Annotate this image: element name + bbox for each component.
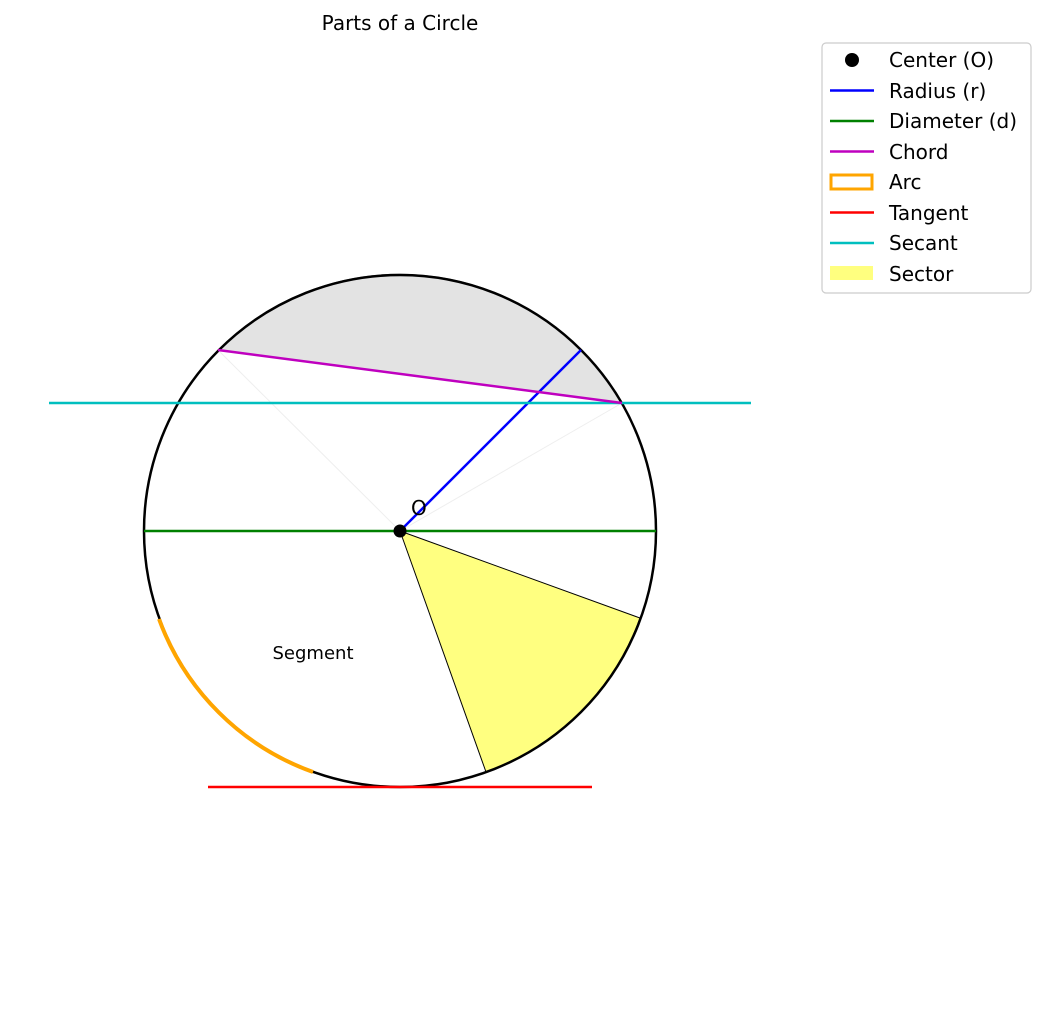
faint-construction-line: [399, 402, 623, 532]
segment-region: [217, 273, 623, 404]
faint-construction-line: [217, 349, 401, 532]
legend-center-label: Center (O): [889, 48, 994, 72]
radius-line: [399, 349, 582, 532]
legend-arc-swatch: [829, 173, 874, 191]
legend-chord-label: Chord: [889, 140, 948, 164]
legend-arc-label: Arc: [889, 170, 921, 194]
legend-center-marker: [845, 53, 859, 67]
chord-line: [217, 348, 623, 405]
center-point: [393, 524, 407, 538]
legend-sector-swatch: [830, 266, 873, 280]
legend: Center (O) Radius (r) Diameter (d) Chord…: [821, 42, 1032, 294]
sector-region: [399, 530, 641, 773]
diagram-title: Parts of a Circle: [322, 11, 479, 35]
legend-diameter-label: Diameter (d): [889, 109, 1017, 133]
arc: [157, 618, 314, 774]
segment-label: Segment: [273, 643, 354, 664]
center-label: O: [411, 496, 427, 520]
legend-tangent-label: Tangent: [888, 201, 969, 225]
legend-frame: [821, 42, 1032, 294]
legend-radius-label: Radius (r): [889, 79, 986, 103]
legend-secant-label: Secant: [889, 231, 958, 255]
legend-sector-label: Sector: [889, 262, 954, 286]
